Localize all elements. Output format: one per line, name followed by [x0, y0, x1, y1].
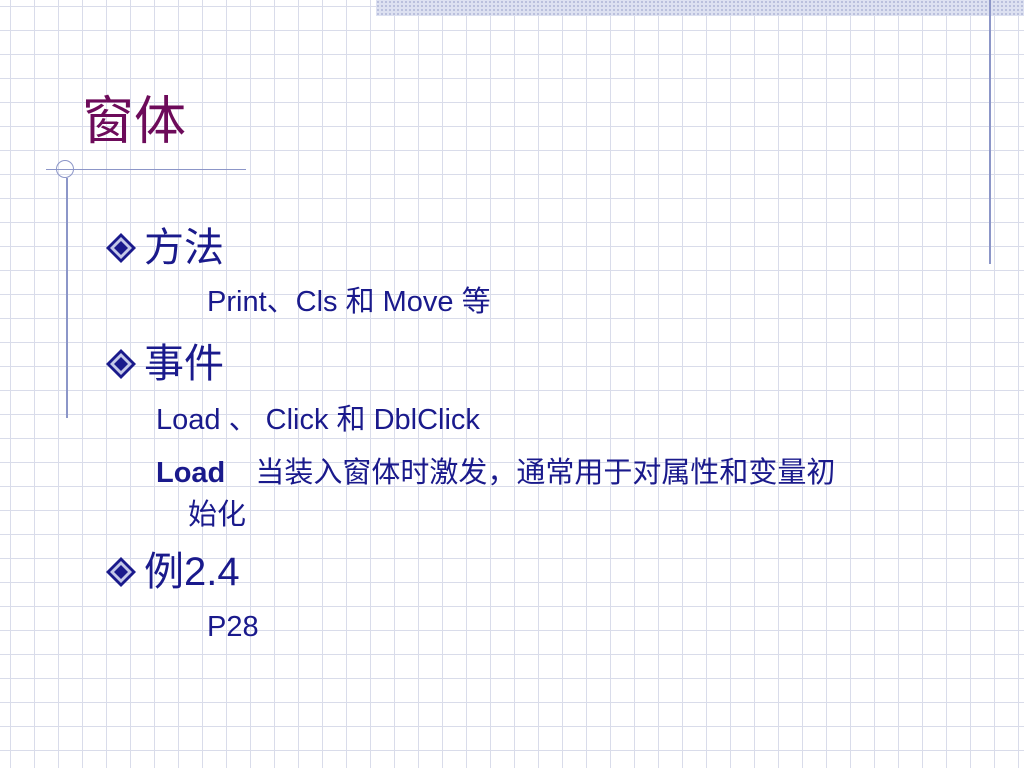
load-keyword: Load: [156, 457, 226, 489]
crosshair-circle-icon: [56, 160, 74, 178]
example-label-cjk: 例: [144, 549, 184, 595]
bullet-events: 事件: [104, 340, 224, 388]
slide-title: 窗体: [82, 92, 187, 152]
diamond-bullet-icon: [106, 557, 136, 587]
top-decorative-band: [376, 0, 1024, 16]
events-detail-list: Load 、 Click 和 DblClick: [156, 404, 480, 436]
load-description-line1: 当装入窗体时激发，通常用于对属性和变量初: [255, 455, 836, 489]
left-vertical-rule: [66, 178, 68, 418]
bullet-example-label: 例2.4: [144, 552, 240, 592]
load-description-line2: 始化: [188, 497, 247, 531]
example-page-reference: P28: [207, 611, 259, 643]
diamond-bullet-icon: [106, 349, 136, 379]
bullet-methods-label: 方法: [144, 225, 224, 271]
diamond-bullet-icon: [106, 233, 136, 263]
bullet-example: 例2.4: [104, 548, 240, 596]
methods-detail: Print、Cls 和 Move 等: [207, 286, 491, 318]
title-underline-rule: [46, 169, 246, 170]
bullet-methods: 方法: [104, 224, 224, 272]
example-label-number: 2.4: [184, 550, 240, 594]
events-load-description: Load 当装入窗体时激发，通常用于对属性和变量初: [156, 455, 835, 491]
bullet-events-label: 事件: [144, 341, 224, 387]
right-vertical-rule: [989, 0, 991, 264]
